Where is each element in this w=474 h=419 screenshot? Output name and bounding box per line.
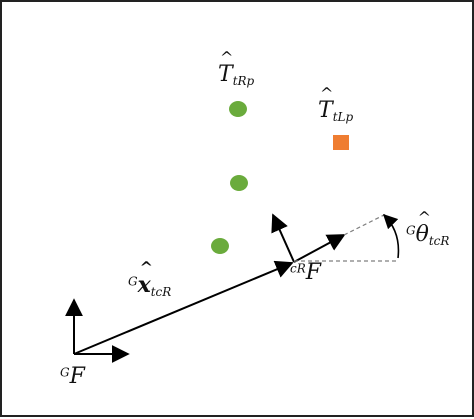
- landmark-left-label: TtLp: [318, 84, 353, 124]
- landmark-right-label: TtRp: [218, 48, 254, 88]
- robot-frame-y-axis: [271, 213, 295, 263]
- heading-angle-arc: [382, 213, 400, 259]
- landmark-right-dot-1: [229, 101, 247, 117]
- global-frame-label: GF: [60, 364, 85, 389]
- position-vector-arrow: [73, 260, 294, 355]
- robot-frame-label: cRF: [290, 260, 322, 285]
- landmark-right-dot-2: [230, 175, 248, 191]
- landmark-right-dot-3: [211, 238, 229, 254]
- heading-dashed-line: [343, 213, 387, 236]
- landmark-left-square: [333, 135, 349, 150]
- heading-angle-label: GθtcR: [406, 208, 449, 248]
- robot-frame-x-axis: [293, 234, 346, 263]
- position-vector-label: GxtcR: [128, 258, 171, 299]
